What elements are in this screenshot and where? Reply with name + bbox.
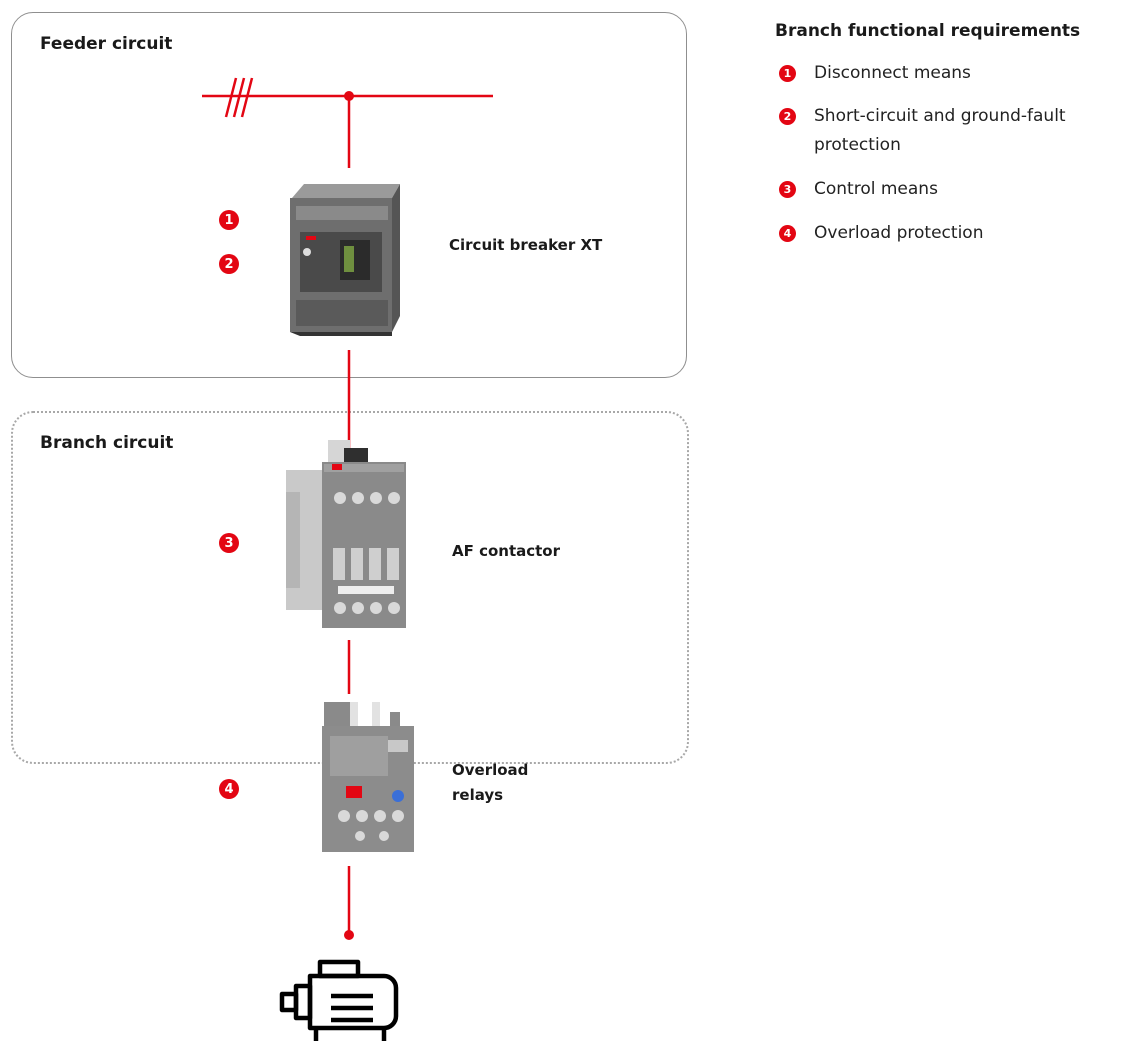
- overload-relays-label-line1: Overload: [452, 761, 529, 779]
- badge-short-circuit: 2: [219, 254, 239, 274]
- circuit-breaker-label: Circuit breaker XT: [449, 236, 603, 254]
- overload-relay-image: [322, 702, 414, 852]
- req-item-control: Control means: [814, 179, 938, 199]
- req-item-disconnect: Disconnect means: [814, 63, 971, 83]
- three-phase-icon: [224, 77, 254, 118]
- feeder-circuit-title: Feeder circuit: [40, 34, 173, 54]
- req-item-short-circuit-line2: protection: [814, 135, 901, 155]
- badge-overload: 4: [219, 779, 239, 799]
- overload-relays-label-line2: relays: [452, 786, 504, 804]
- badge-disconnect: 1: [219, 210, 239, 230]
- requirements-title: Branch functional requirements: [775, 21, 1081, 41]
- req-badge-2: 2: [779, 108, 796, 125]
- junction-dot-bottom: [344, 930, 354, 940]
- af-contactor-label: AF contactor: [452, 542, 561, 560]
- af-contactor-image: [286, 440, 406, 628]
- badge-control: 3: [219, 533, 239, 553]
- overload-relays-label: Overload relays: [452, 758, 528, 808]
- req-badge-3: 3: [779, 181, 796, 198]
- circuit-breaker-image: [290, 184, 400, 336]
- branch-circuit-title: Branch circuit: [40, 433, 174, 453]
- req-badge-4: 4: [779, 225, 796, 242]
- req-item-short-circuit-line1: Short-circuit and ground-fault: [814, 106, 1066, 126]
- motor-icon: [279, 959, 399, 1041]
- req-item-overload: Overload protection: [814, 223, 984, 243]
- req-badge-1: 1: [779, 65, 796, 82]
- req-item-short-circuit: Short-circuit and ground-fault protectio…: [814, 102, 1066, 160]
